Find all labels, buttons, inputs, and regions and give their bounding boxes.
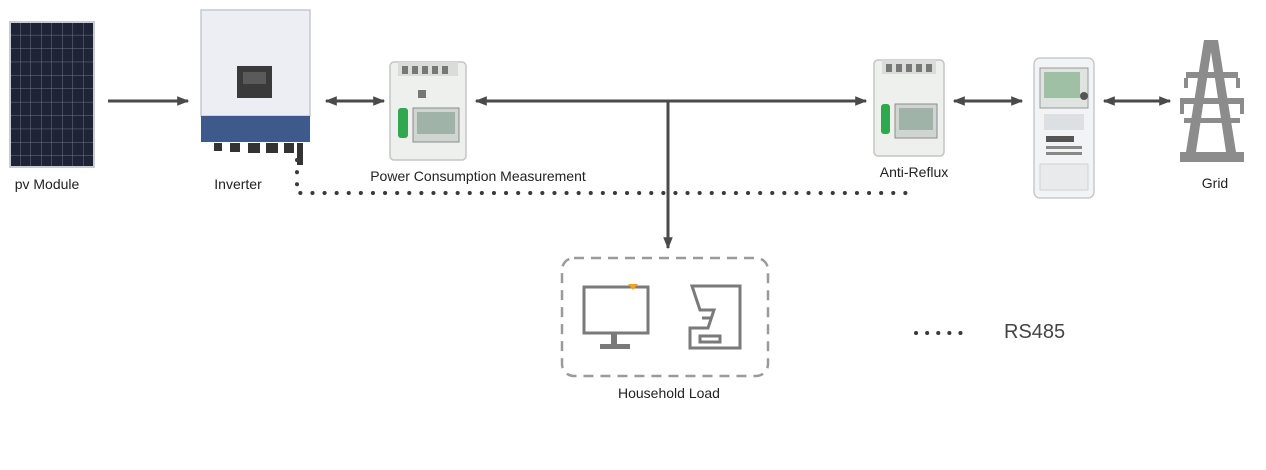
- rs485-legend-label: RS485: [1004, 321, 1065, 343]
- grid-label: Grid: [1202, 175, 1228, 191]
- inverter: Inverter: [200, 9, 311, 192]
- household-load-label: Household Load: [618, 385, 720, 401]
- power-meter-label: Power Consumption Measurement: [370, 168, 586, 184]
- power-meter: Power Consumption Measurement: [370, 61, 586, 184]
- inverter-body: [200, 9, 311, 117]
- solar-panel-icon: [9, 21, 95, 168]
- pv-module: pv Module: [9, 21, 95, 192]
- coffee-machine-icon: [688, 284, 742, 350]
- utility-meter: [1033, 57, 1095, 199]
- grid: Grid: [1180, 40, 1244, 191]
- anti-reflux-meter: Anti-Reflux: [873, 59, 948, 180]
- pv-module-label: pv Module: [15, 176, 80, 192]
- rs485-link: [295, 158, 912, 195]
- inverter-base: [201, 116, 310, 142]
- monitor-icon: [582, 284, 650, 349]
- household-load: Household Load: [560, 256, 770, 401]
- inverter-label: Inverter: [214, 176, 262, 192]
- power-pylon-icon: [1180, 40, 1244, 162]
- legend: RS485: [914, 321, 1065, 343]
- household-load-box: [560, 256, 770, 378]
- anti-reflux-label: Anti-Reflux: [880, 164, 948, 180]
